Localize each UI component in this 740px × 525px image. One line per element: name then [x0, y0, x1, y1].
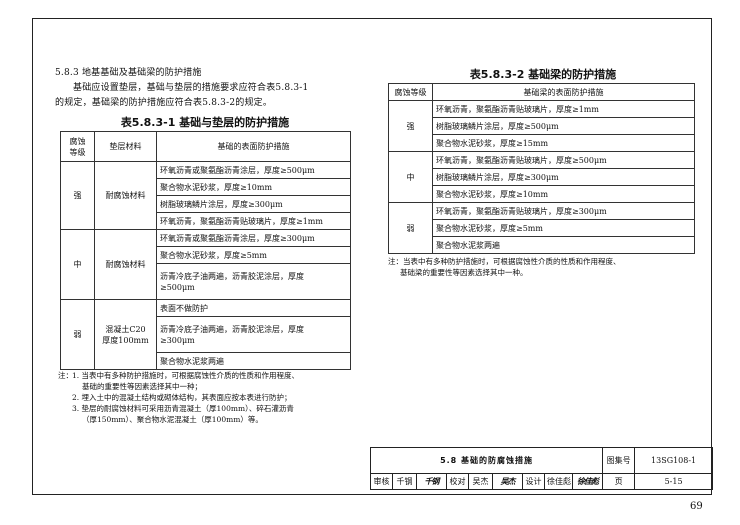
table1-header-level: 腐蚀 等级: [60, 131, 95, 162]
table1-level-strong: 强: [60, 161, 95, 230]
table-cell: 环氧沥青或聚氨酯沥青涂层，厚度≥300μm: [156, 229, 351, 247]
checker-name: 吴杰: [468, 473, 493, 490]
table-cell: 树脂玻璃鳞片涂层，厚度≥300μm: [432, 168, 695, 186]
header-level-line1: 腐蚀: [69, 136, 86, 146]
material-line1: 混凝土C20: [105, 324, 146, 334]
table1-header-material: 垫层材料: [94, 131, 157, 162]
designer-signature: 徐佳彪: [571, 473, 604, 490]
note-line: 3. 垫层的耐腐蚀材料可采用沥青混凝土（厚100mm）、碎石灌沥青: [72, 404, 294, 413]
table-cell: 树脂玻璃鳞片涂层，厚度≥300μm: [156, 195, 351, 213]
table1-level-medium: 中: [60, 229, 95, 300]
table1-material-strong: 耐腐蚀材料: [94, 161, 157, 230]
reviewer-name: 千钢: [392, 473, 417, 490]
table-cell: 聚合物水泥砂浆，厚度≥10mm: [432, 185, 695, 203]
cell-line: ≥300μm: [160, 335, 195, 345]
table1: 腐蚀 等级 垫层材料 基础的表面防护措施 强 耐腐蚀材料 环氧沥青或聚氨酯沥青涂…: [60, 131, 351, 370]
table2-level-weak: 弱: [388, 202, 433, 254]
atlas-number: 13SG108-1: [634, 447, 714, 474]
designer-name: 徐佳彪: [544, 473, 573, 490]
table2-header-level: 腐蚀等级: [388, 83, 433, 101]
note-line: 1. 当表中有多种防护措施时，可根据腐蚀性介质的性质和作用程度、: [72, 371, 300, 380]
table-cell: 表面不做防护: [156, 299, 351, 317]
checker-signature: 吴杰: [492, 473, 523, 490]
table-cell: 沥青冷底子油两遍，沥青胶泥涂层，厚度 ≥500μm: [156, 263, 351, 300]
note-line: 注：当表中有多种防护措施时，可根据腐蚀性介质的性质和作用程度、: [388, 257, 621, 266]
section-paragraph-line2: 的规定，基础梁的防护措施应符合表5.8.3-2的规定。: [55, 98, 273, 108]
table1-header-measure: 基础的表面防护措施: [156, 131, 351, 162]
check-label: 校对: [446, 473, 469, 490]
table-cell: 环氧沥青，聚氨酯沥青贴玻璃片，厚度≥1mm: [432, 100, 695, 118]
table-cell: 环氧沥青，聚氨酯沥青贴玻璃片，厚度≥300μm: [432, 202, 695, 220]
table2: 腐蚀等级 基础梁的表面防护措施 强 环氧沥青，聚氨酯沥青贴玻璃片，厚度≥1mm …: [388, 83, 695, 254]
table1-material-weak: 混凝土C20 厚度100mm: [94, 299, 157, 370]
section-text: 5.8.3 地基基础及基础梁的防护措施 基础应设置垫层，基础与垫层的措施要求应符…: [55, 66, 355, 111]
table-cell: 聚合物水泥浆两遍: [156, 352, 351, 370]
page-code: 5-15: [634, 473, 714, 490]
table1-title: 表5.8.3-1 基础与垫层的防护措施: [120, 116, 290, 129]
table-cell: 环氧沥青或聚氨酯沥青涂层，厚度≥500μm: [156, 161, 351, 179]
table-cell: 聚合物水泥浆两遍: [432, 236, 695, 254]
reviewer-signature: 千钢: [416, 473, 447, 490]
drawing-title: 5.8 基础的防腐蚀措施: [369, 447, 604, 474]
table1-notes: 注： 1. 当表中有多种防护措施时，可根据腐蚀性介质的性质和作用程度、 基础的重…: [58, 370, 362, 425]
note-line: （厚150mm）、聚合物水泥混凝土（厚100mm）等。: [82, 415, 263, 424]
table-cell: 聚合物水泥砂浆，厚度≥15mm: [432, 134, 695, 152]
table2-header-measure: 基础梁的表面防护措施: [432, 83, 695, 101]
table-cell: 聚合物水泥砂浆，厚度≥10mm: [156, 178, 351, 196]
material-line2: 厚度100mm: [102, 335, 149, 345]
drawing-frame: [32, 18, 712, 495]
design-label: 设计: [522, 473, 545, 490]
table2-notes: 注：当表中有多种防护措施时，可根据腐蚀性介质的性质和作用程度、 基础梁的重要性等…: [388, 256, 708, 278]
table-cell: 沥青冷底子油两遍，沥青胶泥涂层，厚度 ≥300μm: [156, 316, 351, 353]
section-paragraph-line1: 基础应设置垫层，基础与垫层的措施要求应符合表5.8.3-1: [73, 83, 309, 93]
atlas-label: 图集号: [602, 447, 636, 474]
table-cell: 环氧沥青，聚氨酯沥青贴玻璃片，厚度≥1mm: [156, 212, 351, 230]
table-cell: 树脂玻璃鳞片涂层，厚度≥500μm: [432, 117, 695, 135]
note-line: 基础梁的重要性等因素选择其中一种。: [400, 268, 528, 277]
review-label: 审核: [370, 473, 393, 490]
table1-level-weak: 弱: [60, 299, 95, 370]
table1-material-medium: 耐腐蚀材料: [94, 229, 157, 300]
page-label: 页: [602, 473, 636, 490]
table2-level-strong: 强: [388, 100, 433, 152]
title-block: 5.8 基础的防腐蚀措施 图集号 13SG108-1 审核 千钢 千钢 校对 吴…: [369, 447, 714, 490]
note-line: 2. 埋入土中的混凝土结构或砌体结构，其表面应按本表进行防护；: [72, 393, 292, 402]
cell-line: 沥青冷底子油两遍，沥青胶泥涂层，厚度: [160, 324, 304, 334]
notes-label: 注：: [58, 371, 73, 380]
header-level-line2: 等级: [69, 147, 86, 157]
note-line: 基础的重要性等因素选择其中一种；: [82, 382, 202, 391]
table2-title: 表5.8.3-2 基础梁的防护措施: [469, 68, 617, 81]
table-cell: 环氧沥青，聚氨酯沥青贴玻璃片，厚度≥500μm: [432, 151, 695, 169]
page-number: 69: [690, 501, 703, 512]
section-heading: 5.8.3 地基基础及基础梁的防护措施: [55, 68, 202, 78]
cell-line: ≥500μm: [160, 282, 195, 292]
cell-line: 沥青冷底子油两遍，沥青胶泥涂层，厚度: [160, 271, 304, 281]
table-cell: 聚合物水泥砂浆，厚度≥5mm: [156, 246, 351, 264]
table2-level-medium: 中: [388, 151, 433, 203]
table-cell: 聚合物水泥砂浆，厚度≥5mm: [432, 219, 695, 237]
